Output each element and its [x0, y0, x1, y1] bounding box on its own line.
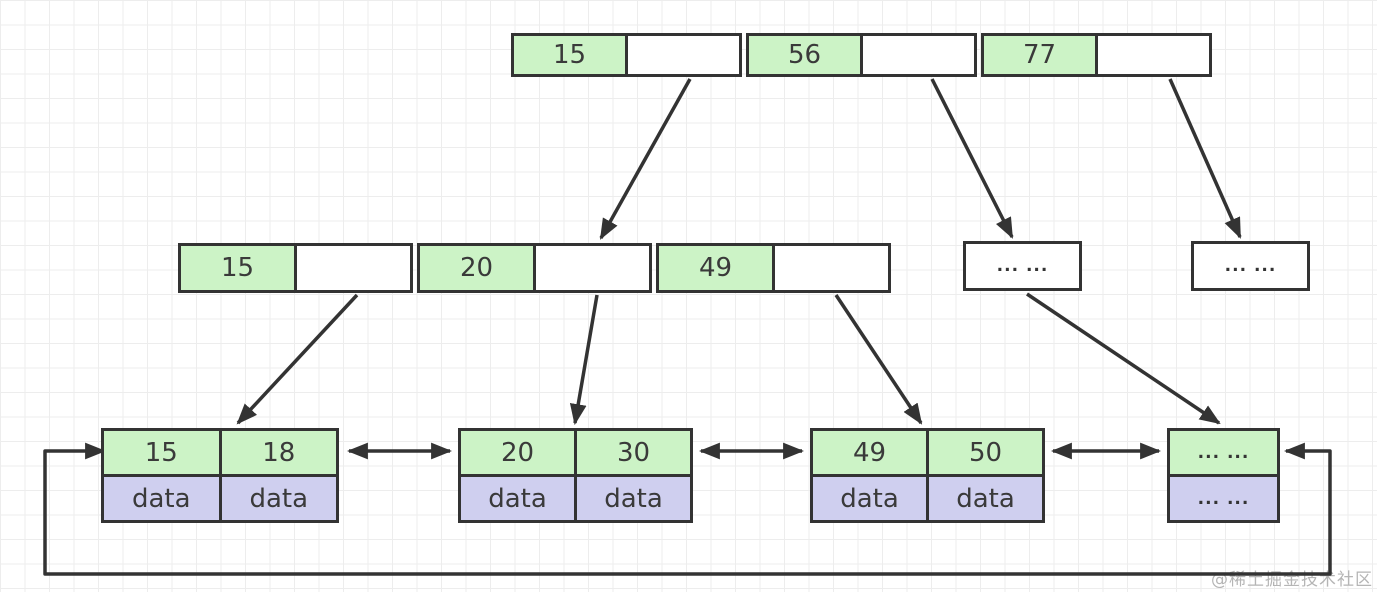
data-cell: data	[218, 477, 336, 520]
data-cell: data	[574, 477, 690, 520]
key-cell: 20	[420, 246, 533, 290]
empty-cell	[533, 246, 649, 290]
leaf-node-1: 15 18 data data	[101, 428, 339, 523]
leaf-node-2: 20 30 data data	[458, 428, 693, 523]
ellipsis-cell: ... ...	[966, 244, 1079, 288]
leaf-data-row: ... ...	[1170, 474, 1277, 520]
leaf-data-row: data data	[461, 474, 690, 520]
key-cell: 50	[926, 431, 1042, 474]
key-cell: 18	[218, 431, 336, 474]
edge-root-to-subtree-2	[1168, 78, 1242, 239]
leaf-node-3: 49 50 data data	[810, 428, 1045, 523]
data-cell: data	[813, 477, 926, 520]
key-cell: 20	[461, 431, 574, 474]
root-page-3: 77	[981, 33, 1212, 77]
leaf-data-row: data data	[813, 474, 1042, 520]
key-cell: 56	[749, 36, 860, 74]
root-page-2: 56	[746, 33, 977, 77]
root-page-1: 15	[511, 33, 742, 77]
key-cell: 15	[104, 431, 219, 474]
data-cell: data	[926, 477, 1042, 520]
internal-stub-node-2: ... ...	[1191, 241, 1310, 291]
ellipsis-key-cell: ... ...	[1170, 431, 1277, 474]
empty-cell	[625, 36, 739, 74]
key-cell: 15	[514, 36, 625, 74]
edge-root-to-internal	[599, 78, 692, 240]
key-cell: 49	[659, 246, 772, 290]
stub-box: ... ...	[963, 241, 1082, 291]
ellipsis-data-cell: ... ...	[1170, 477, 1277, 520]
key-cell: 30	[574, 431, 690, 474]
edge-internal-to-leaf-1	[236, 293, 359, 425]
key-cell: 15	[181, 246, 294, 290]
leaf-node-4: ... ... ... ...	[1167, 428, 1280, 523]
key-cell: 77	[984, 36, 1095, 74]
root-node: 15 56 77	[511, 33, 1212, 77]
empty-cell	[1095, 36, 1209, 74]
key-cell: 49	[813, 431, 926, 474]
internal-page-3: 49	[656, 243, 891, 293]
edge-internal-to-leaf-2	[569, 294, 599, 426]
data-cell: data	[104, 477, 219, 520]
leaf-keys-row: 20 30	[461, 431, 690, 474]
leaf-data-row: data data	[104, 474, 336, 520]
leaf-keys-row: 15 18	[104, 431, 336, 474]
leaf-keys-row: 49 50	[813, 431, 1042, 474]
internal-node: 15 20 49	[178, 243, 891, 293]
empty-cell	[294, 246, 410, 290]
ellipsis-cell: ... ...	[1194, 244, 1307, 288]
empty-cell	[860, 36, 974, 74]
internal-stub-node-1: ... ...	[963, 241, 1082, 291]
edge-internal-to-leaf-3	[834, 294, 923, 425]
leaf-circular-link	[43, 442, 1332, 576]
stub-box: ... ...	[1191, 241, 1310, 291]
empty-cell	[772, 246, 888, 290]
leaf-keys-row: ... ...	[1170, 431, 1277, 474]
edge-subtree1-to-leaf-4	[1026, 292, 1221, 425]
internal-page-1: 15	[178, 243, 413, 293]
edge-root-to-subtree-1	[930, 78, 1014, 239]
internal-page-2: 20	[417, 243, 652, 293]
data-cell: data	[461, 477, 574, 520]
